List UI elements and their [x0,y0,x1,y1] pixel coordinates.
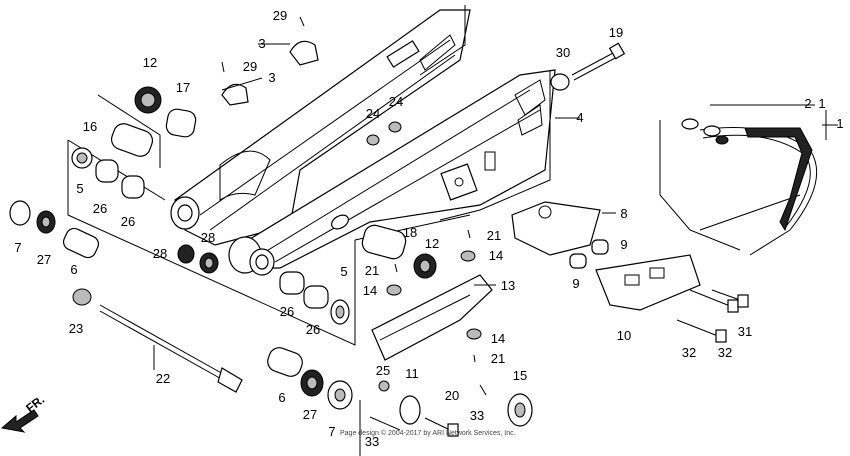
label-4-part-number: 4 [576,110,583,125]
label-10-part-number: 10 [617,328,631,343]
label-19-part-number: 19 [609,25,623,40]
label-27a-part-number: 27 [37,252,51,267]
part-labels: 1 2 1 3 3 4 5 5 6 6 7 7 8 9 9 10 11 12 1… [14,8,843,449]
label-28a-part-number: 28 [153,246,167,261]
label-29a-part-number: 29 [273,8,287,23]
label-7a-part-number: 7 [14,240,21,255]
leader-lines [153,43,838,370]
label-5a-part-number: 5 [76,181,83,196]
label-18-part-number: 18 [403,225,417,240]
chain-guides [371,201,701,361]
label-20-part-number: 20 [445,388,459,403]
label-26d-part-number: 26 [306,322,320,337]
label-29b-part-number: 29 [243,59,257,74]
label-33a-part-number: 33 [365,434,379,449]
label-24a-part-number: 24 [366,106,380,121]
label-25-part-number: 25 [376,363,390,378]
label-32a-part-number: 32 [682,345,696,360]
drive-chain [681,118,818,232]
label-6a-part-number: 6 [70,262,77,277]
label-12b-part-number: 12 [425,236,439,251]
label-23-part-number: 23 [69,321,83,336]
label-1-part-number: 1 [818,96,825,111]
label-16-part-number: 16 [83,119,97,134]
label-9a-part-number: 9 [620,237,627,252]
label-1b-part-number: 1 [836,116,843,131]
copyright-text: Page design © 2004-2017 by ARI Network S… [340,429,516,437]
label-21b-part-number: 21 [365,263,379,278]
swingarm [170,9,556,276]
label-26c-part-number: 26 [280,304,294,319]
label-15-part-number: 15 [513,368,527,383]
label-21c-part-number: 21 [491,351,505,366]
label-12a-part-number: 12 [143,55,157,70]
label-3b-part-number: 3 [268,70,275,85]
label-9b-part-number: 9 [572,276,579,291]
label-33b-part-number: 33 [470,408,484,423]
bushing-parts [9,73,570,427]
label-14b-part-number: 14 [363,283,377,298]
bolts [369,42,749,437]
label-22-part-number: 22 [156,371,170,386]
label-2-part-number: 2 [804,96,811,111]
label-27b-part-number: 27 [303,407,317,422]
label-32b-part-number: 32 [718,345,732,360]
label-14c-part-number: 14 [491,331,505,346]
clamp-parts [221,16,319,106]
label-7b-part-number: 7 [328,424,335,439]
label-21a-part-number: 21 [487,228,501,243]
label-28b-part-number: 28 [201,230,215,245]
label-31-part-number: 31 [738,324,752,339]
label-30-part-number: 30 [556,45,570,60]
label-8-part-number: 8 [620,206,627,221]
label-24b-part-number: 24 [389,94,403,109]
front-direction-label: FR. [23,392,47,415]
pivot-bolt [99,304,243,393]
group-outlines [67,5,801,456]
label-14a-part-number: 14 [489,248,503,263]
label-26a-part-number: 26 [93,201,107,216]
label-11-part-number: 11 [405,366,419,381]
label-5b-part-number: 5 [340,264,347,279]
label-13-part-number: 13 [501,278,515,293]
label-26b-part-number: 26 [121,214,135,229]
label-3a-part-number: 3 [258,36,265,51]
label-6b-part-number: 6 [278,390,285,405]
front-direction-arrow: FR. [0,392,47,433]
label-17-part-number: 17 [176,80,190,95]
